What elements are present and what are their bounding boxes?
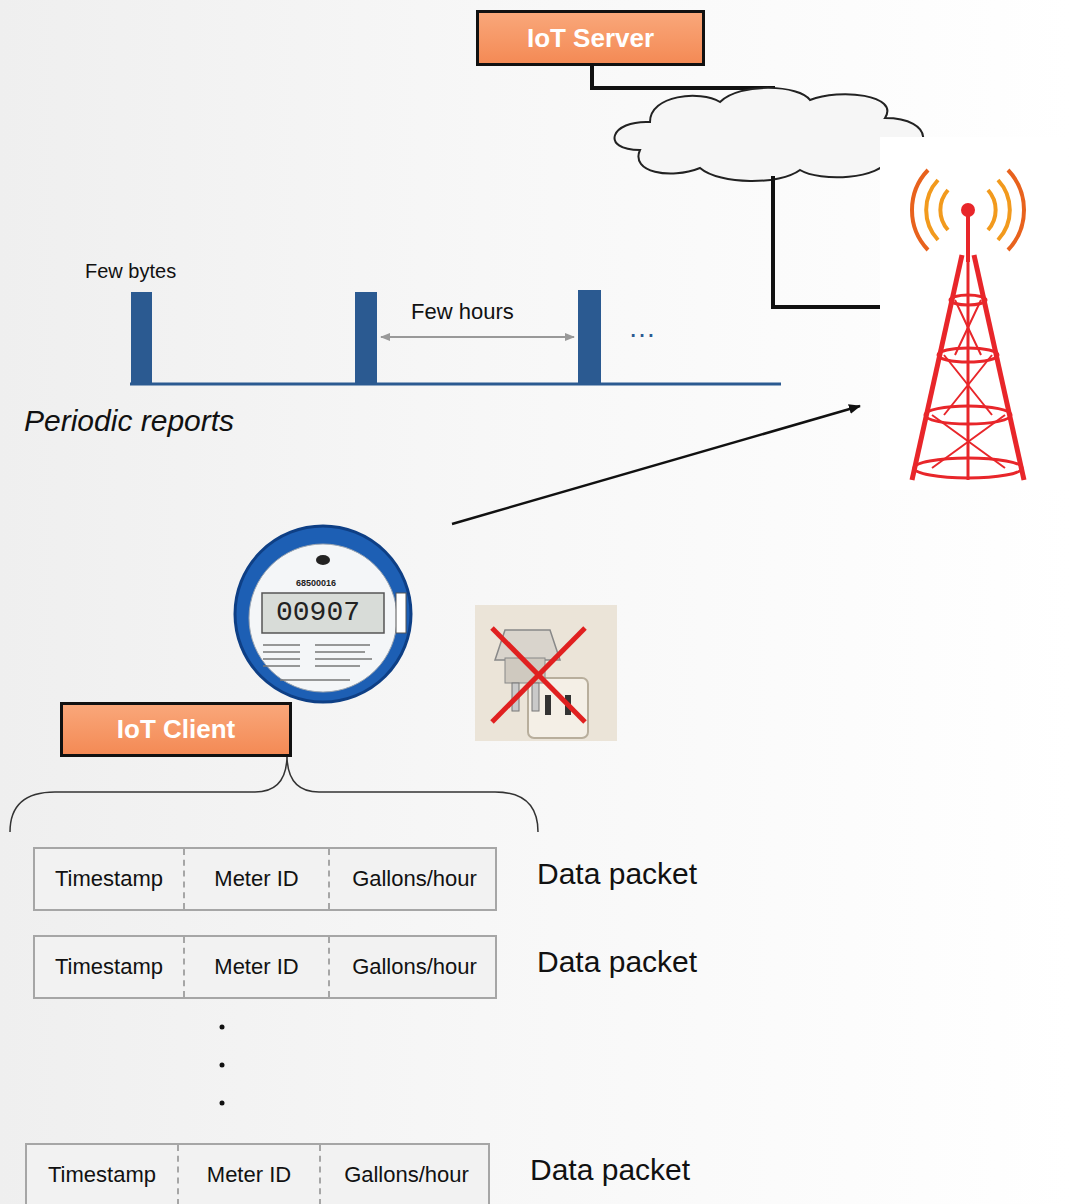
field-text: Gallons/hour [352, 866, 477, 892]
packet-field: Timestamp [35, 849, 185, 909]
packet-row: Data packetTimestampMeter IDGallons/hour [33, 847, 497, 911]
more-dots: … [628, 312, 656, 344]
timeline-caption: Periodic reports [24, 404, 234, 438]
packet-field: Gallons/hour [321, 1145, 492, 1204]
cell-tower [880, 137, 1065, 490]
field-text: Timestamp [55, 954, 163, 980]
field-text: Gallons/hour [352, 954, 477, 980]
packet-field: Meter ID [185, 849, 330, 909]
cloud [615, 88, 924, 181]
timeline [130, 290, 781, 385]
packet-row: Data packetTimestampMeter IDGallons/hour [33, 935, 497, 999]
packet-field: Meter ID [179, 1145, 321, 1204]
field-text: Gallons/hour [344, 1162, 469, 1188]
size-note: Few bytes [85, 260, 176, 283]
packet-label: Data packet [537, 945, 697, 979]
packet-field: Meter ID [185, 937, 330, 997]
server-box: IoT Server [476, 10, 705, 66]
packet-field: Timestamp [35, 937, 185, 997]
ellipsis-dots [220, 1025, 225, 1106]
packet-label: Data packet [530, 1153, 690, 1187]
meter-serial: 68500016 [296, 578, 336, 588]
box-title: IoT Client [117, 714, 235, 745]
uplink-arrow [452, 406, 860, 524]
client-box: IoT Client [60, 702, 292, 757]
brace [10, 755, 538, 832]
field-text: Timestamp [48, 1162, 156, 1188]
field-text: Meter ID [207, 1162, 291, 1188]
meter-reading: 00907 [276, 597, 360, 628]
packet-label: Data packet [537, 857, 697, 891]
interval-note: Few hours [411, 299, 514, 325]
no-power-icon [475, 605, 617, 741]
packet-row: Data packetTimestampMeter IDGallons/hour [25, 1143, 490, 1204]
field-text: Meter ID [214, 954, 298, 980]
packet-field: Gallons/hour [330, 849, 499, 909]
packet-field: Gallons/hour [330, 937, 499, 997]
field-text: Meter ID [214, 866, 298, 892]
water-meter [235, 526, 411, 702]
field-text: Timestamp [55, 866, 163, 892]
box-title: IoT Server [527, 23, 654, 54]
packet-field: Timestamp [27, 1145, 179, 1204]
